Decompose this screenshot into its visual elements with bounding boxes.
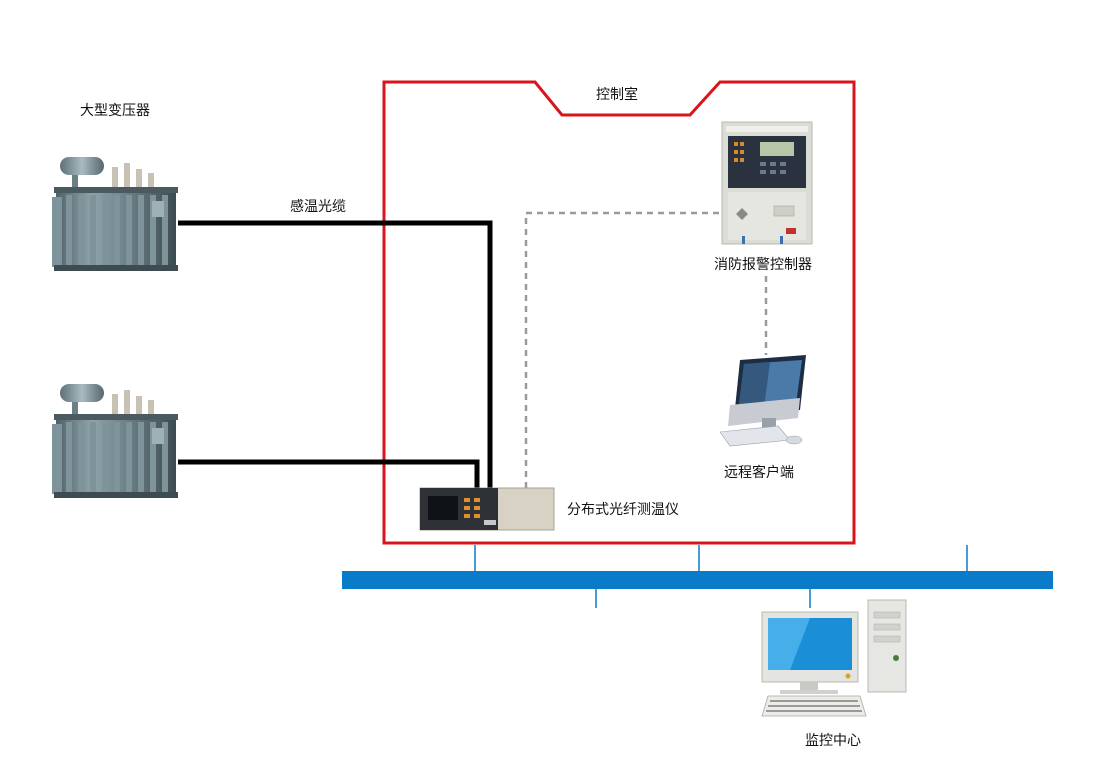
desktop-pc-icon [761,599,907,717]
network-bus [342,571,1053,589]
computer-icon [719,355,806,447]
sensing-cable-lower [178,459,480,490]
sensing-cable-upper [178,220,493,490]
remote-client-label: 远程客户端 [724,465,794,481]
dashed-link-dts-to-alarm [524,211,722,488]
control-room-boundary [382,80,856,545]
monitoring-center-label: 监控中心 [805,733,861,749]
control-room-label: 控制室 [596,87,638,103]
sensing-cable-label: 感温光缆 [290,199,346,215]
transformers-label: 大型变压器 [80,103,150,119]
dts-device-icon [419,487,555,531]
transformer-icon [52,384,178,498]
transformer-icon [52,157,178,271]
fire-alarm-controller-label: 消防报警控制器 [714,257,812,273]
dts-unit-label: 分布式光纤测温仪 [567,502,679,518]
fire-alarm-panel-icon [721,121,813,245]
